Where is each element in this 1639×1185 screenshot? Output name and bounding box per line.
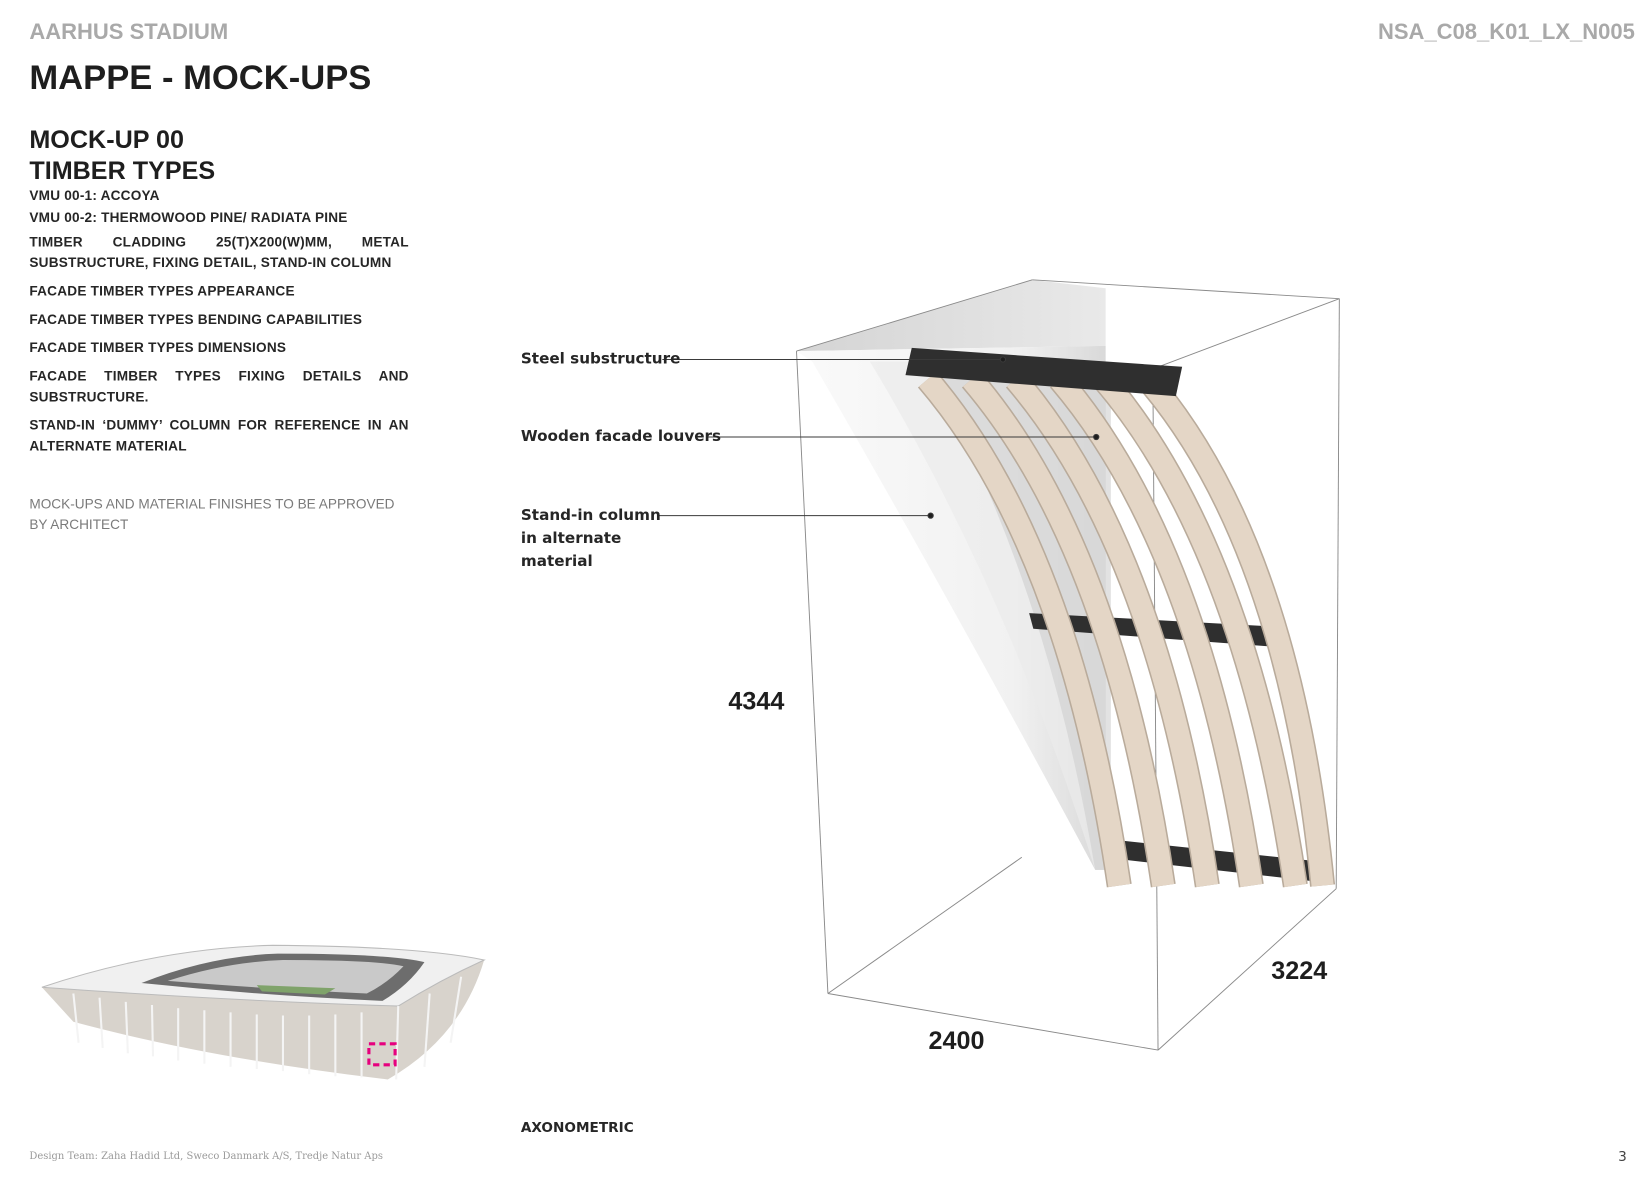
- project-name: AARHUS STADIUM: [29, 19, 229, 45]
- label-steel-substructure: Steel substructure: [520, 351, 681, 368]
- spec-line: FACADE TIMBER TYPES BENDING CAPABILITIES: [29, 311, 363, 327]
- label-wooden-louvers: Wooden facade louvers: [520, 428, 722, 446]
- spec-line: TIMBER CLADDING 25(T)X200(W)MM, METAL SU…: [29, 233, 409, 271]
- stadium-thumbnail: [41, 944, 486, 1080]
- mockup-number: MOCK-UP 00: [29, 125, 185, 155]
- spec-line: FACADE TIMBER TYPES FIXING DETAILS AND S…: [29, 367, 409, 405]
- spec-list: VMU 00-1: ACCOYA VMU 00-2: THERMOWOOD PI…: [29, 185, 408, 535]
- page-title: MAPPE - MOCK-UPS: [29, 57, 372, 97]
- design-team-credits: Design Team: Zaha Hadid Ltd, Sweco Danma…: [29, 1150, 383, 1163]
- label-stand-in-column: Stand-in column: [520, 507, 661, 524]
- dimension-height: 4344: [728, 687, 785, 716]
- spec-line: FACADE TIMBER TYPES APPEARANCE: [29, 282, 295, 299]
- approval-note: MOCK-UPS AND MATERIAL FINISHES TO BE APP…: [29, 495, 395, 533]
- bounding-box: [796, 279, 1340, 1051]
- dimension-depth: 3224: [1271, 956, 1328, 986]
- spec-line: STAND-IN ‘DUMMY’ COLUMN FOR REFERENCE IN…: [29, 417, 409, 454]
- document-code: NSA_C08_K01_LX_N005: [1377, 19, 1635, 45]
- page-number: 3: [1618, 1149, 1627, 1166]
- dimension-width: 2400: [928, 1027, 985, 1056]
- mockup-location-marker: [367, 1042, 397, 1067]
- leader-lines: [657, 356, 1100, 519]
- wooden-louvers: [917, 371, 1336, 888]
- label-stand-in-column: material: [520, 553, 593, 571]
- spec-line: FACADE TIMBER TYPES DIMENSIONS: [29, 339, 287, 356]
- mockup-subject: TIMBER TYPES: [29, 157, 216, 186]
- spec-line: VMU 00-2: THERMOWOOD PINE/ RADIATA PINE: [29, 209, 348, 226]
- spec-line: VMU 00-1: ACCOYA: [29, 187, 160, 204]
- view-caption: AXONOMETRIC: [520, 1120, 634, 1137]
- label-stand-in-column: in alternate: [520, 530, 622, 548]
